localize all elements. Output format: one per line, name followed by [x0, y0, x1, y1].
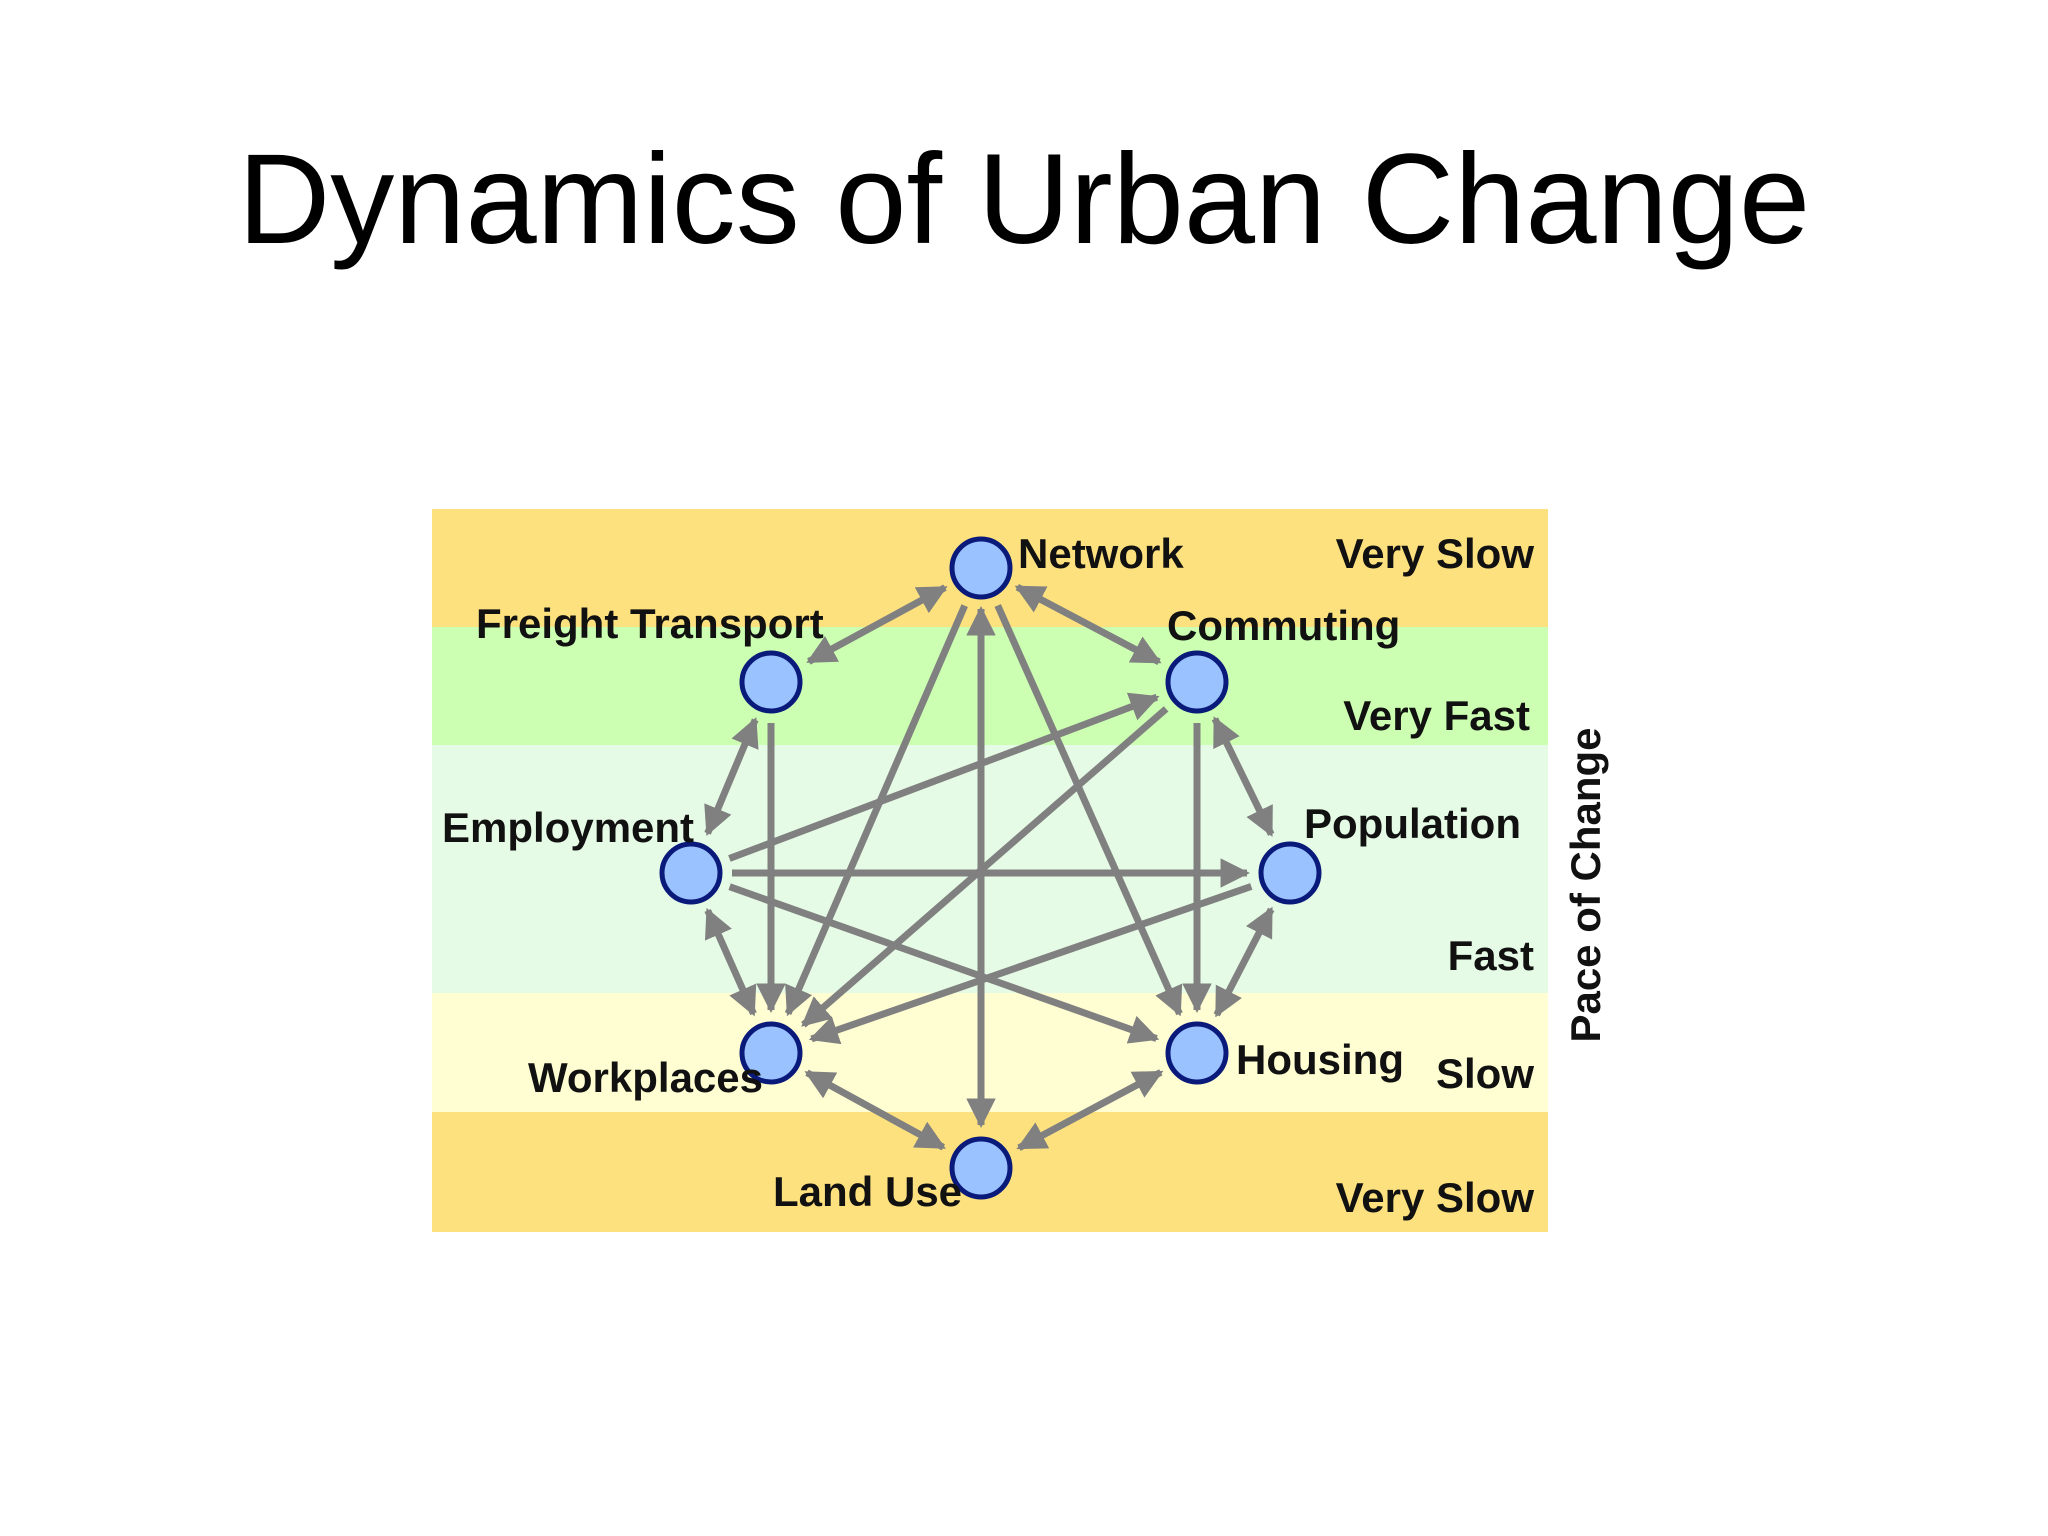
node-label-land-use: Land Use	[773, 1168, 962, 1215]
arrow-employment-workplaces	[704, 907, 757, 1017]
arrow-commuting-workplaces	[801, 706, 1169, 1028]
band-label-very-slow-top: Very Slow	[1336, 530, 1535, 577]
arrow-commuting-population	[1211, 716, 1275, 837]
band-fast	[432, 745, 1548, 993]
arrow-network-commuting	[1014, 584, 1162, 665]
arrow-network-housing	[994, 604, 1183, 1017]
node-label-workplaces: Workplaces	[528, 1054, 763, 1101]
arrow-employment-housing	[728, 883, 1160, 1044]
arrow-freight-transport-employment	[704, 717, 759, 837]
band-labels: Very Slow Very Fast Fast Slow Very Slow	[1336, 530, 1535, 1221]
arrow-population-housing	[1213, 906, 1275, 1018]
influence-arrows	[704, 584, 1275, 1151]
node-labels: Network Freight Transport Commuting Empl…	[442, 530, 1521, 1215]
node-housing	[1165, 1021, 1229, 1085]
arrow-network-workplaces	[784, 604, 968, 1017]
pace-of-change-axis-label: Pace of Change	[1562, 727, 1609, 1042]
arrow-housing-land-use	[1016, 1069, 1164, 1151]
node-label-population: Population	[1304, 800, 1521, 847]
band-label-very-fast: Very Fast	[1343, 692, 1530, 739]
node-freight-transport	[739, 650, 803, 714]
arrow-population-workplaces	[808, 883, 1253, 1045]
band-label-fast: Fast	[1448, 932, 1534, 979]
band-label-very-slow-bottom: Very Slow	[1336, 1174, 1535, 1221]
band-label-slow: Slow	[1436, 1050, 1534, 1097]
node-label-freight-transport: Freight Transport	[476, 600, 824, 647]
arrow-workplaces-land-use	[804, 1069, 946, 1151]
node-label-housing: Housing	[1236, 1036, 1404, 1083]
node-label-commuting: Commuting	[1167, 602, 1400, 649]
node-land-use	[949, 1136, 1013, 1200]
node-label-employment: Employment	[442, 804, 694, 851]
arrow-network-freight-transport	[806, 584, 948, 665]
arrow-commuting-employment	[728, 692, 1160, 862]
factor-nodes	[659, 536, 1322, 1200]
node-label-network: Network	[1018, 530, 1184, 577]
node-commuting	[1165, 650, 1229, 714]
slide-title: Dynamics of Urban Change	[237, 128, 1811, 271]
node-employment	[659, 841, 723, 905]
node-workplaces	[739, 1021, 803, 1085]
node-population	[1258, 841, 1322, 905]
node-network	[949, 536, 1013, 600]
